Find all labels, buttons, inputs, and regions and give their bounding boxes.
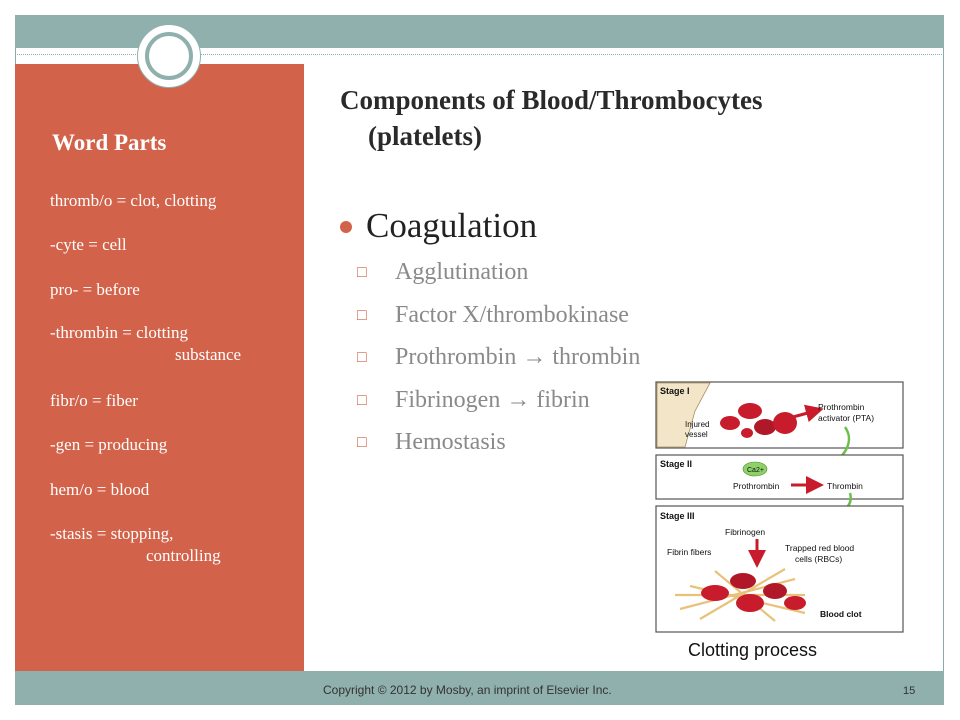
slide-heading: Components of Blood/Thrombocytes (platel… bbox=[340, 85, 763, 151]
word-part-item: -thrombin = clotting substance bbox=[50, 323, 242, 364]
vessel-wall bbox=[656, 382, 711, 448]
sub-item: □Hemostasis bbox=[357, 429, 506, 455]
bottom-band bbox=[15, 671, 944, 705]
prothrombin-label: Prothrombin bbox=[733, 481, 780, 491]
pta-label-1: Prothrombin bbox=[818, 402, 865, 412]
rbc bbox=[763, 583, 787, 599]
injured-label: Injured bbox=[685, 420, 709, 429]
blood-clot-label: Blood clot bbox=[820, 609, 862, 619]
stage-2-panel bbox=[655, 454, 904, 500]
word-part-item: -cyte = cell bbox=[50, 235, 127, 254]
square-bullet-icon: □ bbox=[357, 433, 367, 451]
square-bullet-icon: □ bbox=[357, 348, 367, 366]
fibrin-fibers-label: Fibrin fibers bbox=[667, 547, 711, 557]
arrow bbox=[792, 404, 824, 423]
calcium-ion bbox=[742, 461, 768, 477]
bullet-dot-icon bbox=[340, 221, 352, 233]
rbc bbox=[730, 573, 756, 589]
square-bullet-icon: □ bbox=[357, 306, 367, 324]
word-part-item: thromb/o = clot, clotting bbox=[50, 191, 217, 210]
word-part-item: -stasis = stopping, controlling bbox=[50, 524, 221, 565]
sub-item: □Agglutination bbox=[357, 259, 529, 285]
rbc bbox=[784, 596, 806, 610]
thrombin-label: Thrombin bbox=[827, 481, 863, 491]
pta-label-2: activator (PTA) bbox=[818, 413, 874, 423]
clotting-diagram: Stage I Injured vessel Prothrombin activ… bbox=[655, 381, 904, 633]
trapped-rbc-label-1: Trapped red blood bbox=[785, 543, 854, 553]
diagram-caption: Clotting process bbox=[688, 640, 818, 660]
fibrinogen-label: Fibrinogen bbox=[725, 527, 765, 537]
stage-2-label: Stage II bbox=[660, 459, 692, 469]
main-bullet: Coagulation bbox=[340, 206, 537, 246]
sub-item: □Factor X/thrombokinase bbox=[357, 302, 629, 328]
divider bbox=[15, 54, 944, 55]
calcium-label: Ca2+ bbox=[747, 467, 764, 474]
circle-ornament-inner bbox=[145, 32, 193, 80]
sidebar-title: Word Parts bbox=[52, 130, 167, 155]
rbc bbox=[701, 585, 729, 601]
square-bullet-icon: □ bbox=[357, 391, 367, 409]
page-number: 15 bbox=[903, 685, 916, 697]
rbc bbox=[736, 594, 764, 612]
word-part-item: -gen = producing bbox=[50, 435, 168, 454]
platelet bbox=[741, 428, 753, 438]
platelet bbox=[754, 419, 776, 435]
footer-copyright: Copyright © 2012 by Mosby, an imprint of… bbox=[323, 683, 612, 697]
square-bullet-icon: □ bbox=[357, 263, 367, 281]
platelet bbox=[738, 403, 762, 419]
trapped-rbc-label-2: cells (RBCs) bbox=[795, 554, 842, 564]
word-part-item: fibr/o = fiber bbox=[50, 391, 138, 410]
sidebar bbox=[15, 64, 304, 671]
word-part-item: pro- = before bbox=[50, 280, 140, 299]
stage-1-label: Stage I bbox=[660, 386, 690, 396]
word-part-item: hem/o = blood bbox=[50, 480, 150, 499]
platelet bbox=[773, 412, 797, 434]
sub-item: □Prothrombin → thrombin bbox=[357, 344, 641, 370]
stage-3-panel bbox=[655, 505, 904, 633]
main-bullet-label: Coagulation bbox=[366, 206, 538, 245]
stage-3-label: Stage III bbox=[660, 511, 695, 521]
platelet bbox=[720, 416, 740, 430]
sub-item: □Fibrinogen → fibrin bbox=[357, 387, 590, 413]
vessel-label: vessel bbox=[685, 430, 708, 439]
